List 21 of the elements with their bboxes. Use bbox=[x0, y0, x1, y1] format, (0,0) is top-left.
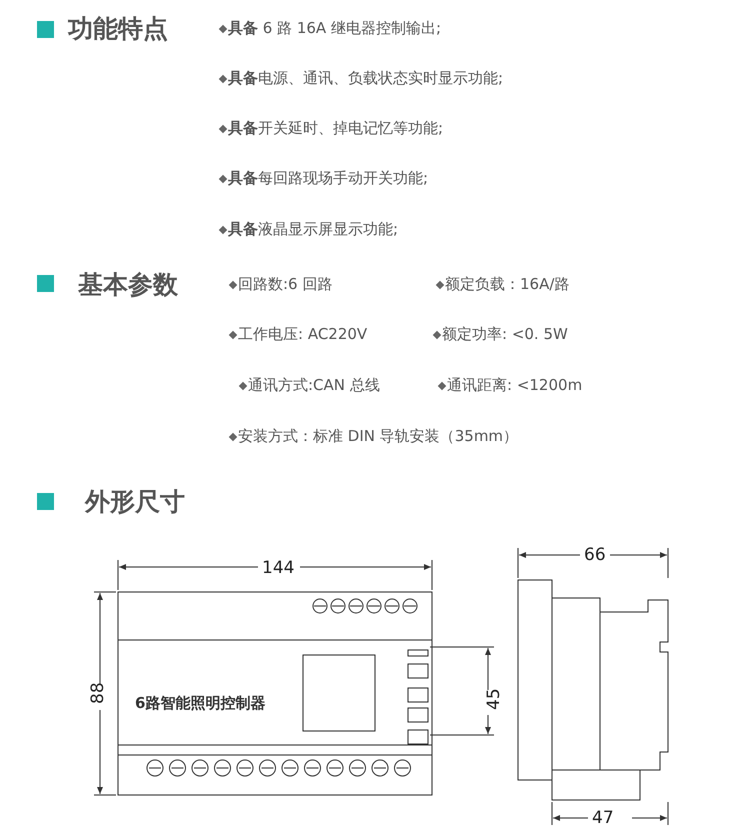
parameter-text: 通讯方式:CAN 总线 bbox=[248, 376, 380, 395]
section-heading: 外形尺寸 bbox=[85, 486, 185, 518]
parameter-text: 额定负载：16A/路 bbox=[445, 275, 570, 294]
parameter-text: 安装方式：标准 DIN 导轨安装（35mm） bbox=[238, 427, 518, 446]
section-heading: 功能特点 bbox=[68, 13, 168, 45]
dimension-value: 144 bbox=[262, 558, 294, 578]
dimension-value: 45 bbox=[484, 688, 504, 710]
parameter-text: 通讯距离: <1200m bbox=[447, 376, 582, 395]
parameter-text: 回路数:6 回路 bbox=[238, 275, 332, 294]
parameter-text: 额定功率: <0. 5W bbox=[442, 325, 568, 344]
parameter-text: 工作电压: AC220V bbox=[238, 325, 368, 344]
dimension-value: 47 bbox=[592, 808, 614, 828]
feature-text: 具备每回路现场手动开关功能; bbox=[228, 169, 428, 188]
dimension-value: 88 bbox=[88, 682, 108, 704]
feature-text: 具备开关延时、掉电记忆等功能; bbox=[228, 119, 444, 138]
device-label: 6路智能照明控制器 bbox=[135, 694, 266, 713]
feature-text: 具备液晶显示屏显示功能; bbox=[228, 220, 398, 239]
section-heading: 基本参数 bbox=[78, 269, 178, 301]
dimension-value: 66 bbox=[584, 545, 606, 565]
feature-text: 具备电源、通讯、负载状态实时显示功能; bbox=[228, 69, 504, 88]
feature-text: 具备 6 路 16A 继电器控制输出; bbox=[228, 19, 442, 38]
